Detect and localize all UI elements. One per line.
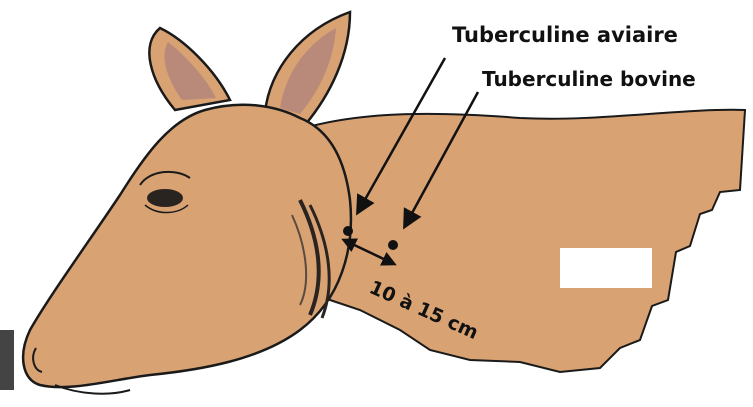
eye-icon (147, 189, 183, 207)
label-bovine: Tuberculine bovine (482, 67, 696, 91)
injection-point-bovine (388, 240, 398, 250)
injection-point-avian (343, 226, 353, 236)
white-patch (560, 248, 652, 288)
label-avian: Tuberculine aviaire (452, 23, 678, 47)
edge-artifact (0, 330, 14, 390)
